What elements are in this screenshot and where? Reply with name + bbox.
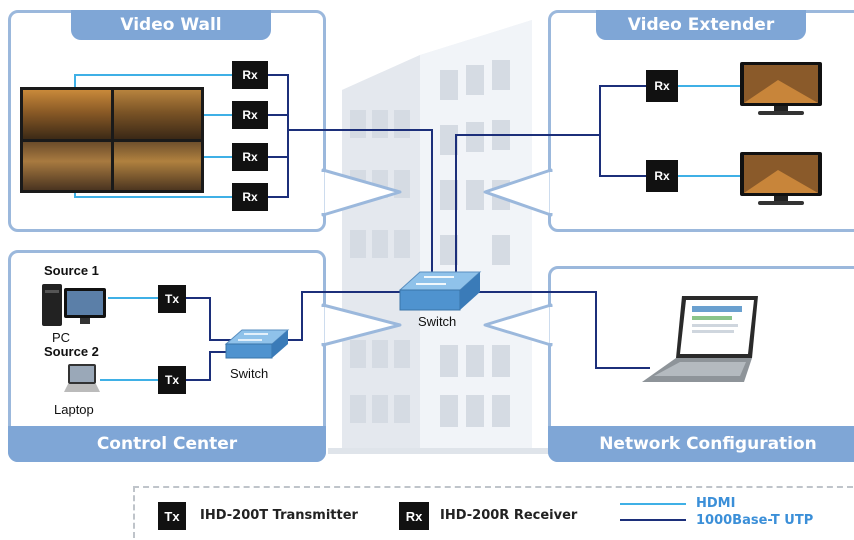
- utp-line: [288, 129, 433, 272]
- wall-screen: [23, 90, 111, 139]
- control-center-title: Control Center: [8, 426, 326, 462]
- source1-label: Source 1: [44, 263, 99, 278]
- legend-lines: [620, 503, 686, 521]
- tv-icon: [740, 62, 822, 115]
- utp-line: [268, 74, 289, 198]
- legend-tx-label: IHD-200T Transmitter: [200, 508, 358, 523]
- legend-rx-label: IHD-200R Receiver: [440, 508, 578, 523]
- video-wall-screens: [20, 87, 204, 193]
- pc-icon: [42, 284, 106, 326]
- switch-icon: [224, 329, 290, 359]
- local-switch-label: Switch: [230, 366, 269, 381]
- utp-line: [186, 297, 236, 341]
- rx-box: Rx: [232, 61, 268, 89]
- laptop-icon: [64, 364, 100, 392]
- tv-icon: [740, 152, 822, 205]
- wall-screen: [23, 141, 111, 190]
- utp-line: [186, 351, 236, 381]
- legend-utp-label: 1000Base-T UTP: [696, 513, 814, 528]
- main-switch-label: Switch: [418, 314, 457, 329]
- wall-screen: [113, 90, 201, 139]
- rx-box: Rx: [232, 101, 268, 129]
- wall-screen: [113, 141, 201, 190]
- legend-tx-box: Tx: [158, 502, 186, 530]
- utp-line: [286, 291, 408, 341]
- laptop-icon: [642, 296, 758, 382]
- legend: [133, 486, 853, 538]
- video-wall-title: Video Wall: [71, 10, 271, 40]
- utp-line: [478, 291, 650, 369]
- utp-line: [455, 134, 600, 272]
- source2-label: Source 2: [44, 344, 99, 359]
- tx-box: Tx: [158, 285, 186, 313]
- pc-label: PC: [52, 330, 71, 345]
- tx-box: Tx: [158, 366, 186, 394]
- legend-rx-box: Rx: [399, 502, 429, 530]
- utp-line: [599, 85, 646, 177]
- hdmi-line: [74, 74, 232, 92]
- rx-box: Rx: [646, 70, 678, 102]
- switch-icon: [398, 271, 482, 311]
- rx-box: Rx: [646, 160, 678, 192]
- rx-box: Rx: [232, 183, 268, 211]
- video-extender-title: Video Extender: [596, 10, 806, 40]
- rx-box: Rx: [232, 143, 268, 171]
- laptop-label: Laptop: [54, 402, 94, 417]
- network-configuration-title: Network Configuration: [548, 426, 854, 462]
- legend-hdmi-label: HDMI: [696, 496, 736, 511]
